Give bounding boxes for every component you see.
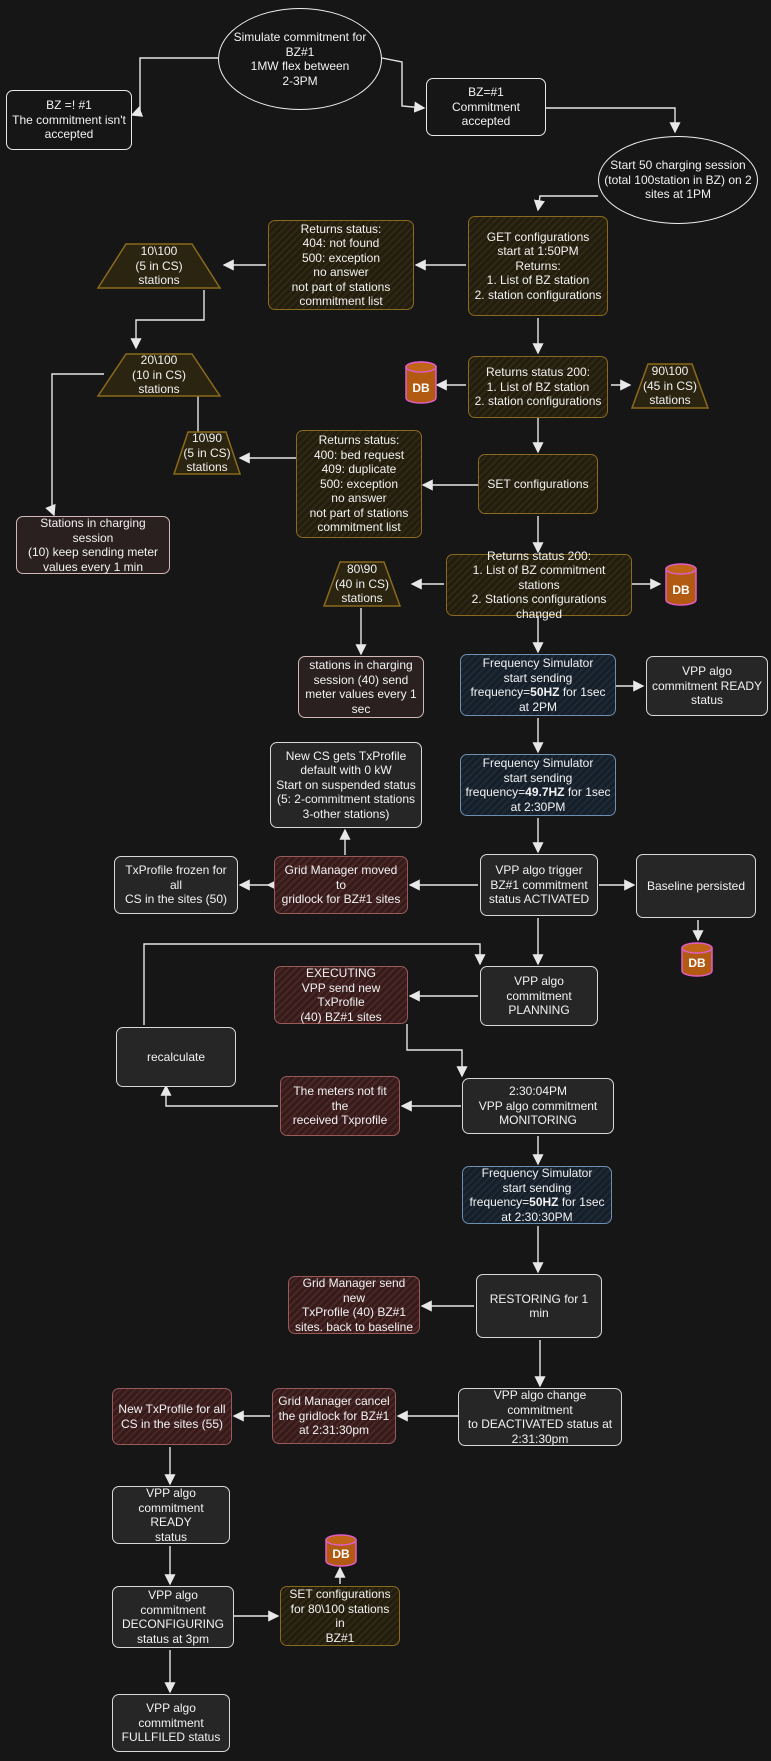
database-label: DB	[332, 1546, 350, 1561]
recalculate-node: recalculate	[116, 1027, 236, 1087]
vpp-planning-node: VPP algo commitment PLANNING	[480, 966, 598, 1026]
frequency-simulator-1-node: Frequency Simulator start sending freque…	[460, 654, 616, 716]
database-label: DB	[688, 956, 706, 971]
edge-simulate-to-accepted	[381, 57, 426, 113]
stations-40-meter-node: stations in charging session (40) send m…	[298, 656, 424, 718]
edge-accepted-to-start50	[546, 107, 681, 134]
edge-simulate-to-not-accepted	[130, 57, 218, 117]
grid-send-node: Grid Manager send new TxProfile (40) BZ#…	[288, 1276, 420, 1334]
get-error-status-node: Returns status: 404: not found 500: exce…	[268, 220, 414, 310]
returns-200-set-node: Returns status 200: 1. List of BZ commit…	[446, 549, 632, 621]
set-configurations-80-node: SET configurations for 80\100 stations i…	[280, 1586, 400, 1646]
vpp-trigger-node: VPP algo trigger BZ#1 commitment status …	[480, 854, 598, 916]
frequency-2-text: Frequency Simulator start sending freque…	[465, 756, 611, 814]
frequency-3-text: Frequency Simulator start sending freque…	[469, 1166, 605, 1224]
edge-executing-to-monitoring	[406, 1024, 468, 1078]
get-configurations-node: GET configurations start at 1:50PM Retur…	[468, 216, 608, 316]
frequency-simulator-2-node: Frequency Simulator start sending freque…	[460, 754, 616, 816]
stations-90-100-label: 90\100 (45 in CS) stations	[642, 364, 698, 408]
deconfiguring-node: VPP algo commitment DECONFIGURING status…	[112, 1586, 234, 1648]
stations-10-100-label: 10\100 (5 in CS) stations	[135, 244, 183, 288]
baseline-persisted-node: Baseline persisted	[636, 854, 756, 918]
database-label: DB	[412, 380, 430, 395]
monitoring-node: 2:30:04PM VPP algo commitment MONITORING	[462, 1078, 614, 1134]
stations-80-90-label: 80\90 (40 in CS) stations	[334, 562, 390, 606]
deactivated-node: VPP algo change commitment to DEACTIVATE…	[458, 1388, 622, 1446]
new-cs-txprofile-node: New CS gets TxProfile default with 0 kW …	[270, 742, 422, 828]
database-icon-3: DB	[680, 942, 714, 978]
edge-start50-to-get	[533, 195, 598, 212]
frequency-1-text: Frequency Simulator start sending freque…	[470, 656, 606, 714]
restoring-node: RESTORING for 1 min	[476, 1274, 602, 1338]
meters-not-fit-node: The meters not fit the received Txprofil…	[280, 1076, 400, 1136]
simulate-commitment-node: Simulate commitment for BZ#1 1MW flex be…	[218, 8, 382, 110]
edge-recalculate-to-planning	[143, 943, 486, 1025]
executing-node: EXECUTING VPP send new TxProfile (40) BZ…	[274, 966, 408, 1024]
vpp-ready-1-node: VPP algo commitment READY status	[646, 656, 768, 716]
start-charging-node: Start 50 charging session (total 100stat…	[598, 136, 758, 224]
edge-10-100-to-20-100	[130, 290, 205, 350]
fullfiled-node: VPP algo commitment FULLFILED status	[112, 1694, 230, 1752]
stations-90-100-node: 90\100 (45 in CS) stations	[630, 362, 710, 410]
returns-200-get-node: Returns status 200: 1. List of BZ statio…	[468, 356, 608, 418]
edge-20-100-to-stations10	[45, 373, 104, 517]
stations-20-100-label: 20\100 (10 in CS) stations	[131, 353, 187, 397]
set-error-status-node: Returns status: 400: bed request 409: du…	[296, 430, 422, 538]
database-label: DB	[672, 582, 690, 597]
not-accepted-node: BZ =! #1 The commitment isn't accepted	[6, 90, 132, 150]
grid-cancel-node: Grid Manager cancel the gridlock for BZ#…	[272, 1388, 396, 1444]
txprofile-frozen-node: TxProfile frozen for all CS in the sites…	[114, 856, 238, 914]
stations-10-100-node: 10\100 (5 in CS) stations	[96, 242, 222, 290]
edge-meters-to-recalculate	[160, 1084, 278, 1107]
database-icon-2: DB	[664, 562, 698, 608]
vpp-ready-2-node: VPP algo commitment READY status	[112, 1486, 230, 1544]
stations-80-90-node: 80\90 (40 in CS) stations	[322, 560, 402, 608]
database-icon-4: DB	[324, 1534, 358, 1568]
grid-gridlock-node: Grid Manager moved to gridlock for BZ#1 …	[274, 856, 408, 914]
stations-20-100-node: 20\100 (10 in CS) stations	[96, 352, 222, 398]
new-txprofile-node: New TxProfile for all CS in the sites (5…	[112, 1388, 232, 1445]
database-icon-1: DB	[404, 360, 438, 406]
stations-10-90-node: 10\90 (5 in CS) stations	[172, 430, 242, 476]
set-configurations-node: SET configurations	[478, 454, 598, 514]
stations-10-meter-node: Stations in charging session (10) keep s…	[16, 516, 170, 574]
accepted-node: BZ=#1 Commitment accepted	[426, 78, 546, 136]
frequency-simulator-3-node: Frequency Simulator start sending freque…	[462, 1166, 612, 1224]
stations-10-90-label: 10\90 (5 in CS) stations	[183, 431, 231, 475]
